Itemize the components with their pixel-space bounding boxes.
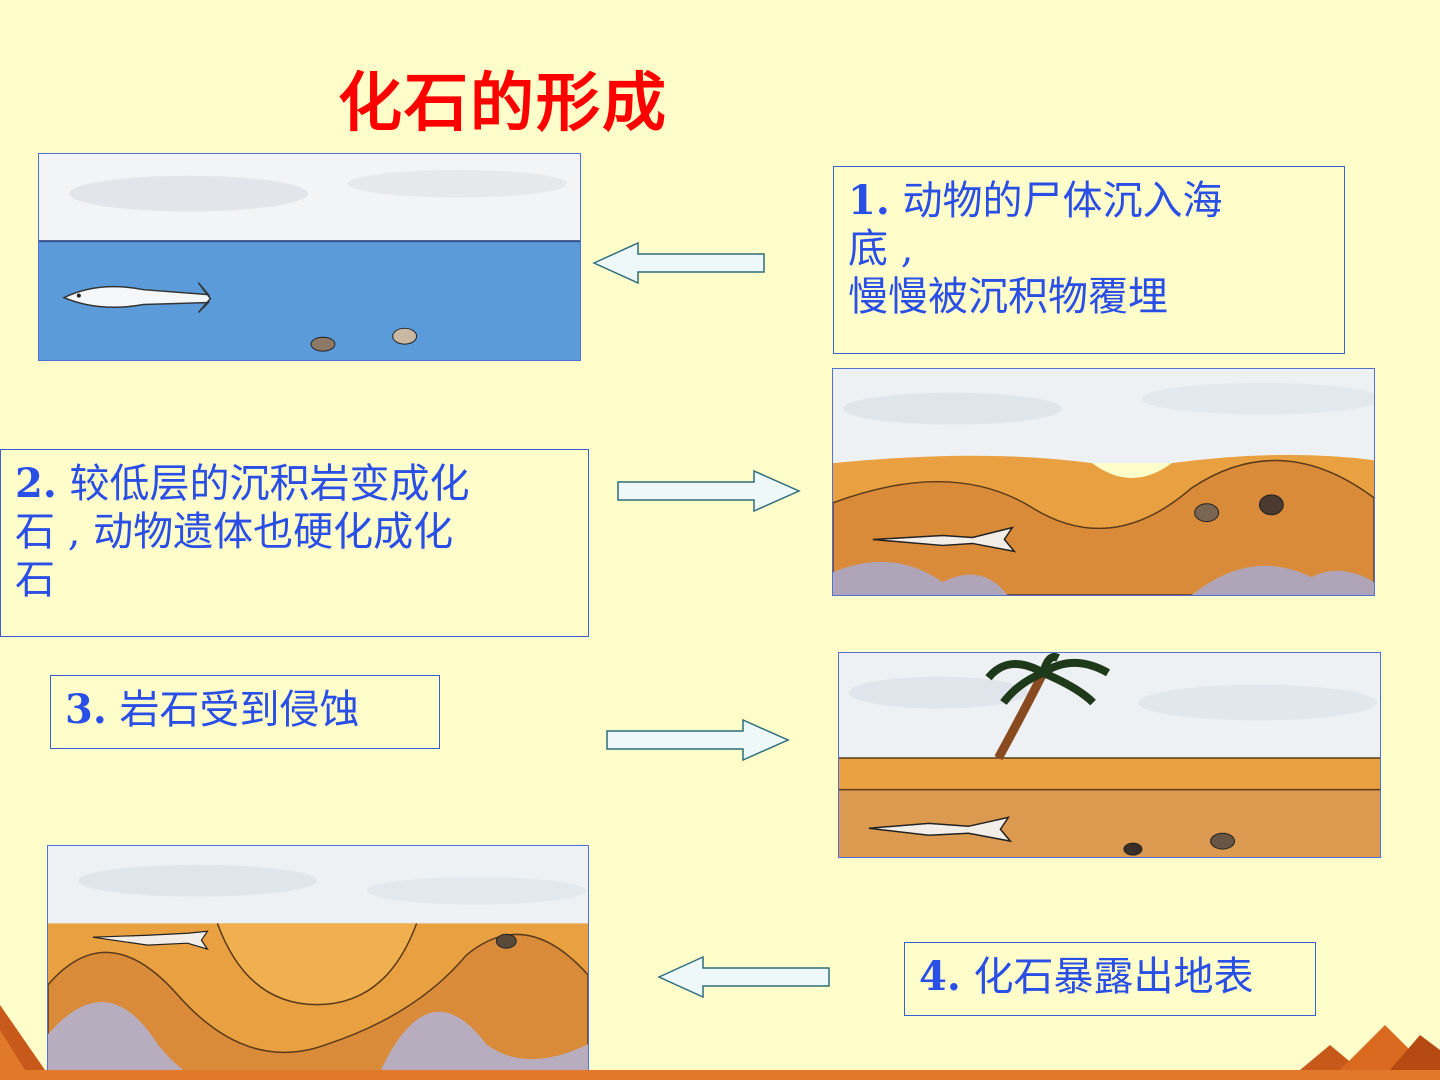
step-1-caption: 1. 动物的尸体沉入海 底 , 慢慢被沉积物覆埋 — [833, 166, 1345, 354]
step-2-number: 2. — [15, 460, 57, 507]
step-3-caption: 3. 岩石受到侵蚀 — [50, 675, 440, 749]
palm-tree-eroded-surface-icon — [839, 653, 1380, 857]
buried-fossil-layers-icon — [833, 369, 1374, 595]
step-1-line3: 慢慢被沉积物覆埋 — [848, 274, 1168, 320]
step-3-text: 岩石受到侵蚀 — [119, 687, 360, 733]
step-2-caption: 2. 较低层的沉积岩变成化 石 , 动物遗体也硬化成化 石 — [0, 449, 589, 637]
exposed-fossil-image — [47, 845, 589, 1080]
step-4-number: 4. — [919, 953, 961, 1000]
arrow-right-icon — [617, 469, 801, 513]
buried-layers-image — [832, 368, 1375, 596]
step-4-text: 化石暴露出地表 — [973, 954, 1254, 1000]
step-2-line2: 石 , 动物遗体也硬化成化 — [15, 509, 454, 555]
step-4-caption: 4. 化石暴露出地表 — [904, 942, 1316, 1016]
step-1-line2: 底 , — [848, 226, 914, 272]
step-2-line1: 较低层的沉积岩变成化 — [69, 461, 470, 507]
slide-title: 化石的形成 — [338, 66, 668, 141]
decorative-triangles-icon — [0, 1005, 1440, 1080]
step-3-number: 3. — [65, 686, 107, 733]
step-1-number: 1. — [848, 177, 890, 224]
arrow-left-icon — [657, 955, 830, 999]
fish-in-sea-icon — [39, 154, 580, 360]
exposed-fossil-icon — [48, 846, 588, 1079]
eroded-surface-image — [838, 652, 1381, 858]
step-1-line1: 动物的尸体沉入海 — [902, 178, 1223, 224]
arrow-right-icon — [606, 718, 790, 762]
step-2-line3: 石 — [15, 557, 55, 603]
arrow-left-icon — [592, 241, 765, 285]
sea-fish-image — [38, 153, 581, 361]
